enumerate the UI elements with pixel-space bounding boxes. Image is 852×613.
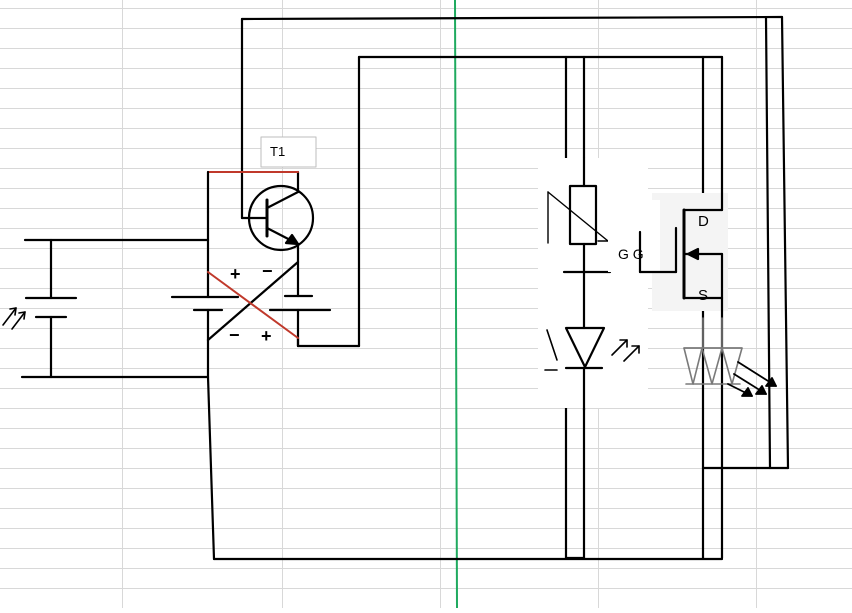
gate-label-panel <box>608 200 660 272</box>
led-array <box>683 317 743 385</box>
green-guide-line <box>454 0 458 609</box>
light-arrows-icon <box>2 307 26 330</box>
drain-label: D <box>698 213 709 230</box>
led-array-arrows-icon <box>727 361 777 397</box>
battery-top-minus: − <box>262 261 273 281</box>
mosfet <box>638 191 724 313</box>
photovoltaic-cell <box>2 238 210 379</box>
led <box>544 270 640 412</box>
battery-bottom-plus: + <box>261 326 272 346</box>
battery-top-plus: + <box>230 264 241 284</box>
battery-pair <box>170 238 332 348</box>
source-label: S <box>698 287 708 304</box>
transistor-label-box <box>260 136 317 168</box>
thermistor <box>547 156 612 274</box>
led-emission-arrows-icon <box>611 339 640 362</box>
transistor-label: T1 <box>270 144 285 159</box>
battery-bottom-minus: − <box>229 325 240 345</box>
gate-label: G G <box>618 246 644 262</box>
npn-transistor <box>240 170 315 298</box>
left-loop-wiring <box>206 15 790 561</box>
red-cross-link <box>207 271 299 339</box>
